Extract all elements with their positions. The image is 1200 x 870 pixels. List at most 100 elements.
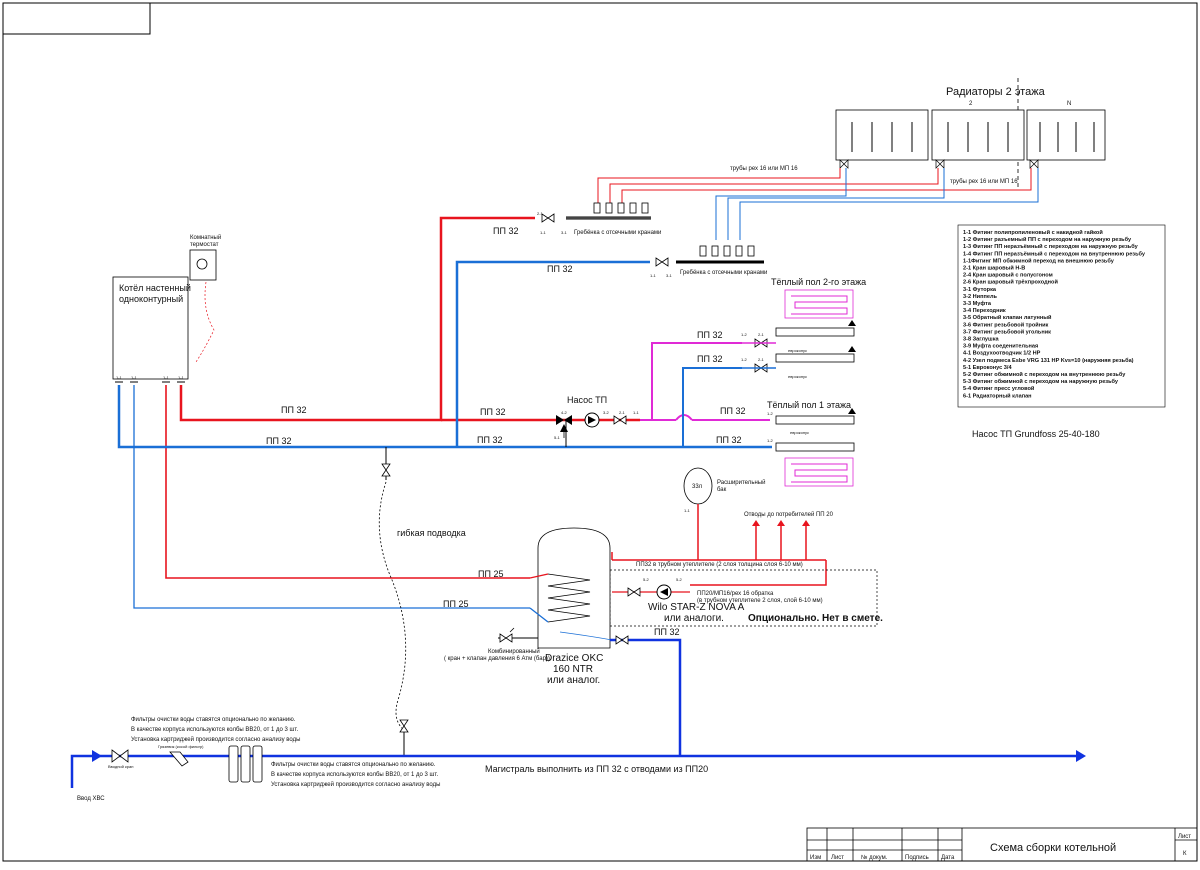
ball-valve-icon <box>615 635 629 645</box>
floor1-manifold-bottom <box>775 442 855 452</box>
boiler-label-2: одноконтурный <box>119 294 183 304</box>
mixing-valve-icon <box>556 415 572 425</box>
floor1-manifold-top <box>775 415 855 425</box>
tank-model: Drazice OKC <box>545 653 603 664</box>
sheet-label: Лист <box>1178 834 1191 840</box>
pipe-label-dhw-supply: ПП 25 <box>478 569 503 579</box>
svg-text:В качестве корпуса используютс: В качестве корпуса используются колбы ВВ… <box>131 727 298 733</box>
pipe-label-floor1-return: ПП 32 <box>716 435 741 445</box>
thermostat-label-2: термостат <box>190 242 219 248</box>
air-vent-icon <box>848 408 856 414</box>
ball-valve-icon <box>541 213 555 223</box>
legend-item: 3-3 Муфта <box>963 300 992 307</box>
floor2-code-1: 1-2 <box>741 332 748 337</box>
tank-label-1: Расширительный <box>717 479 765 486</box>
legend-item: 2-4 Кран шаровый с полусгоном <box>963 272 1053 279</box>
floor2-code-3: 1-2 <box>741 357 748 362</box>
cold-water-main: Ввод ХВС Вводной кран Грязевик (косой фи… <box>70 744 1086 802</box>
svg-text:Установка картриджей производи: Установка картриджей производится соглас… <box>271 781 440 788</box>
legend-item: 2-1 Кран шаровый Н-В <box>963 265 1025 272</box>
tank-volume: 33л <box>692 484 703 490</box>
legend-item: 5-2 Фитинг обжимной с переходом на внутр… <box>963 371 1126 378</box>
recirculation-group: 5-2 5-2 ПП20/МП16/рех 16 обратка (в труб… <box>609 569 883 627</box>
legend-item: 3-4 Переходник <box>963 308 1006 314</box>
ball-valve-icon <box>613 415 627 425</box>
cold-feed <box>610 635 682 756</box>
legend-box: 1-1 Фитинг полипропиленовый с накидной г… <box>957 224 1166 408</box>
ball-valve-icon <box>399 719 409 733</box>
recirc-label-2: (в трубном утеплителе 2 слоя, слой 6-10 … <box>697 597 823 604</box>
hot-water-pipes <box>165 385 530 579</box>
radiators-group: Радиаторы 2 этажа 1 2 N <box>835 78 1106 190</box>
floor1-eurocone: евроконус <box>790 430 809 435</box>
floor-pump-group: Насос ТП 4-2 3-2 2-1 1-1 5-1 <box>552 395 640 447</box>
pump-code-eurocone: 5-1 <box>554 435 561 440</box>
ball-valve-icon <box>655 257 669 267</box>
pump-code-fitting: 1-1 <box>633 410 640 415</box>
floor1-code-2: 1-2 <box>767 438 774 443</box>
pump-label: Насос ТП <box>567 395 607 405</box>
boiler-fitting-4: 1-1 <box>178 375 185 380</box>
flexible-hose-label: гибкая подводка <box>397 528 466 538</box>
radiator-supply-pipes <box>597 168 1032 205</box>
floor2-title: Тёплый пол 2-го этажа <box>771 277 866 287</box>
floor1-loop <box>791 463 848 483</box>
tank-coil <box>547 573 591 623</box>
main-line-note: Магистраль выполнить из ПП 32 с отводами… <box>485 764 708 774</box>
legend-item: 5-3 Фитинг обжимной с переходом на наруж… <box>963 378 1119 385</box>
floor2-code-4: 2-1 <box>758 357 765 362</box>
pump-code-valve: 2-1 <box>619 410 626 415</box>
pipe-label-supply-manifold: ПП 32 <box>493 226 518 236</box>
recirc-code-2: 5-2 <box>676 577 683 582</box>
legend-item: 3-9 Муфта соеденительная <box>963 343 1038 350</box>
col-signature: Подпись <box>905 855 929 861</box>
legend-item: 1-1 Фитинг полипропиленовый с накидной г… <box>963 229 1103 236</box>
pump-model-note: Насос ТП Grundfoss 25-40-180 <box>972 429 1100 439</box>
pipe-label-cold-feed: ПП 32 <box>654 627 679 637</box>
col-revision: Изм <box>810 855 821 861</box>
floor2-eurocone-2: евроконус <box>788 374 807 379</box>
sheet-number: К <box>1183 851 1187 857</box>
flow-arrow-icon <box>1076 750 1086 762</box>
legend-item: 3-8 Заглушка <box>963 337 999 343</box>
dhw-distribution <box>611 524 827 586</box>
tank-fitting-code: 1-1 <box>684 508 691 513</box>
expansion-tank: 33л Расширительный бак 1-1 <box>683 467 765 560</box>
flexible-hose: гибкая подводка <box>378 447 466 756</box>
floor2-manifold-top <box>775 327 855 337</box>
safety-valve-label-2: ( кран + клапан давления 6 Атм (бар)) <box>444 656 550 662</box>
pump-code-nipple: 3-2 <box>603 410 610 415</box>
boiler-fitting-2: 1-1 <box>131 375 138 380</box>
radiator-return-pipes <box>715 168 1039 240</box>
svg-text:Фильтры очистки воды ставятся: Фильтры очистки воды ставятся опциональн… <box>131 717 296 723</box>
legend-item: 3-7 Фитинг резьбовой угольник <box>963 328 1051 335</box>
pipe-label-pump-supply: ПП 32 <box>480 407 505 417</box>
legend-item: 5-1 Евроконус 3/4 <box>963 365 1012 371</box>
room-thermostat: Комнатный термостат <box>189 234 221 363</box>
supply-pipes <box>179 216 552 422</box>
legend-item: 3-6 Фитинг резьбовой тройник <box>963 321 1049 328</box>
legend-item: 4-1 Воздухоотводчик 1/2 НР <box>963 351 1041 357</box>
drawing-title: Схема сборки котельной <box>990 842 1116 854</box>
manifold-top-label: Гребёнка с отсечными кранами <box>574 230 661 236</box>
insulated-pipe-note: ПП32 в трубном утеплителе (2 слоя толщин… <box>636 562 803 568</box>
radiator-2 <box>931 109 1025 161</box>
cold-return-pipes <box>133 385 530 609</box>
col-sheet: Лист <box>831 855 844 861</box>
legend-item: 5-4 Фитинг пресс угловой <box>963 385 1035 392</box>
filter-note-top: Фильтры очистки воды ставятся опциональн… <box>131 717 300 743</box>
radiators-title: Радиаторы 2 этажа <box>946 86 1046 98</box>
manifold-bottom-fitting-code: 1-1 <box>650 273 657 278</box>
pipe-label-dhw-return: ПП 25 <box>443 599 468 609</box>
radiator-n <box>1026 109 1106 161</box>
filter-note-bottom: Фильтры очистки воды ставятся опциональн… <box>271 762 440 788</box>
pipe-label-floor2-return: ПП 32 <box>697 354 722 364</box>
svg-text:Установка картриджей производи: Установка картриджей производится соглас… <box>131 736 300 743</box>
thermostat-dial-icon <box>196 258 208 270</box>
floor-heating-pipes <box>640 342 770 447</box>
flow-arrow-icon <box>92 750 102 762</box>
legend-item: 1-3 Фитинг ПП неразъёмный с переходом на… <box>963 243 1139 250</box>
boiler-label-1: Котёл настенный <box>119 283 191 293</box>
radiator-1 <box>835 109 929 161</box>
